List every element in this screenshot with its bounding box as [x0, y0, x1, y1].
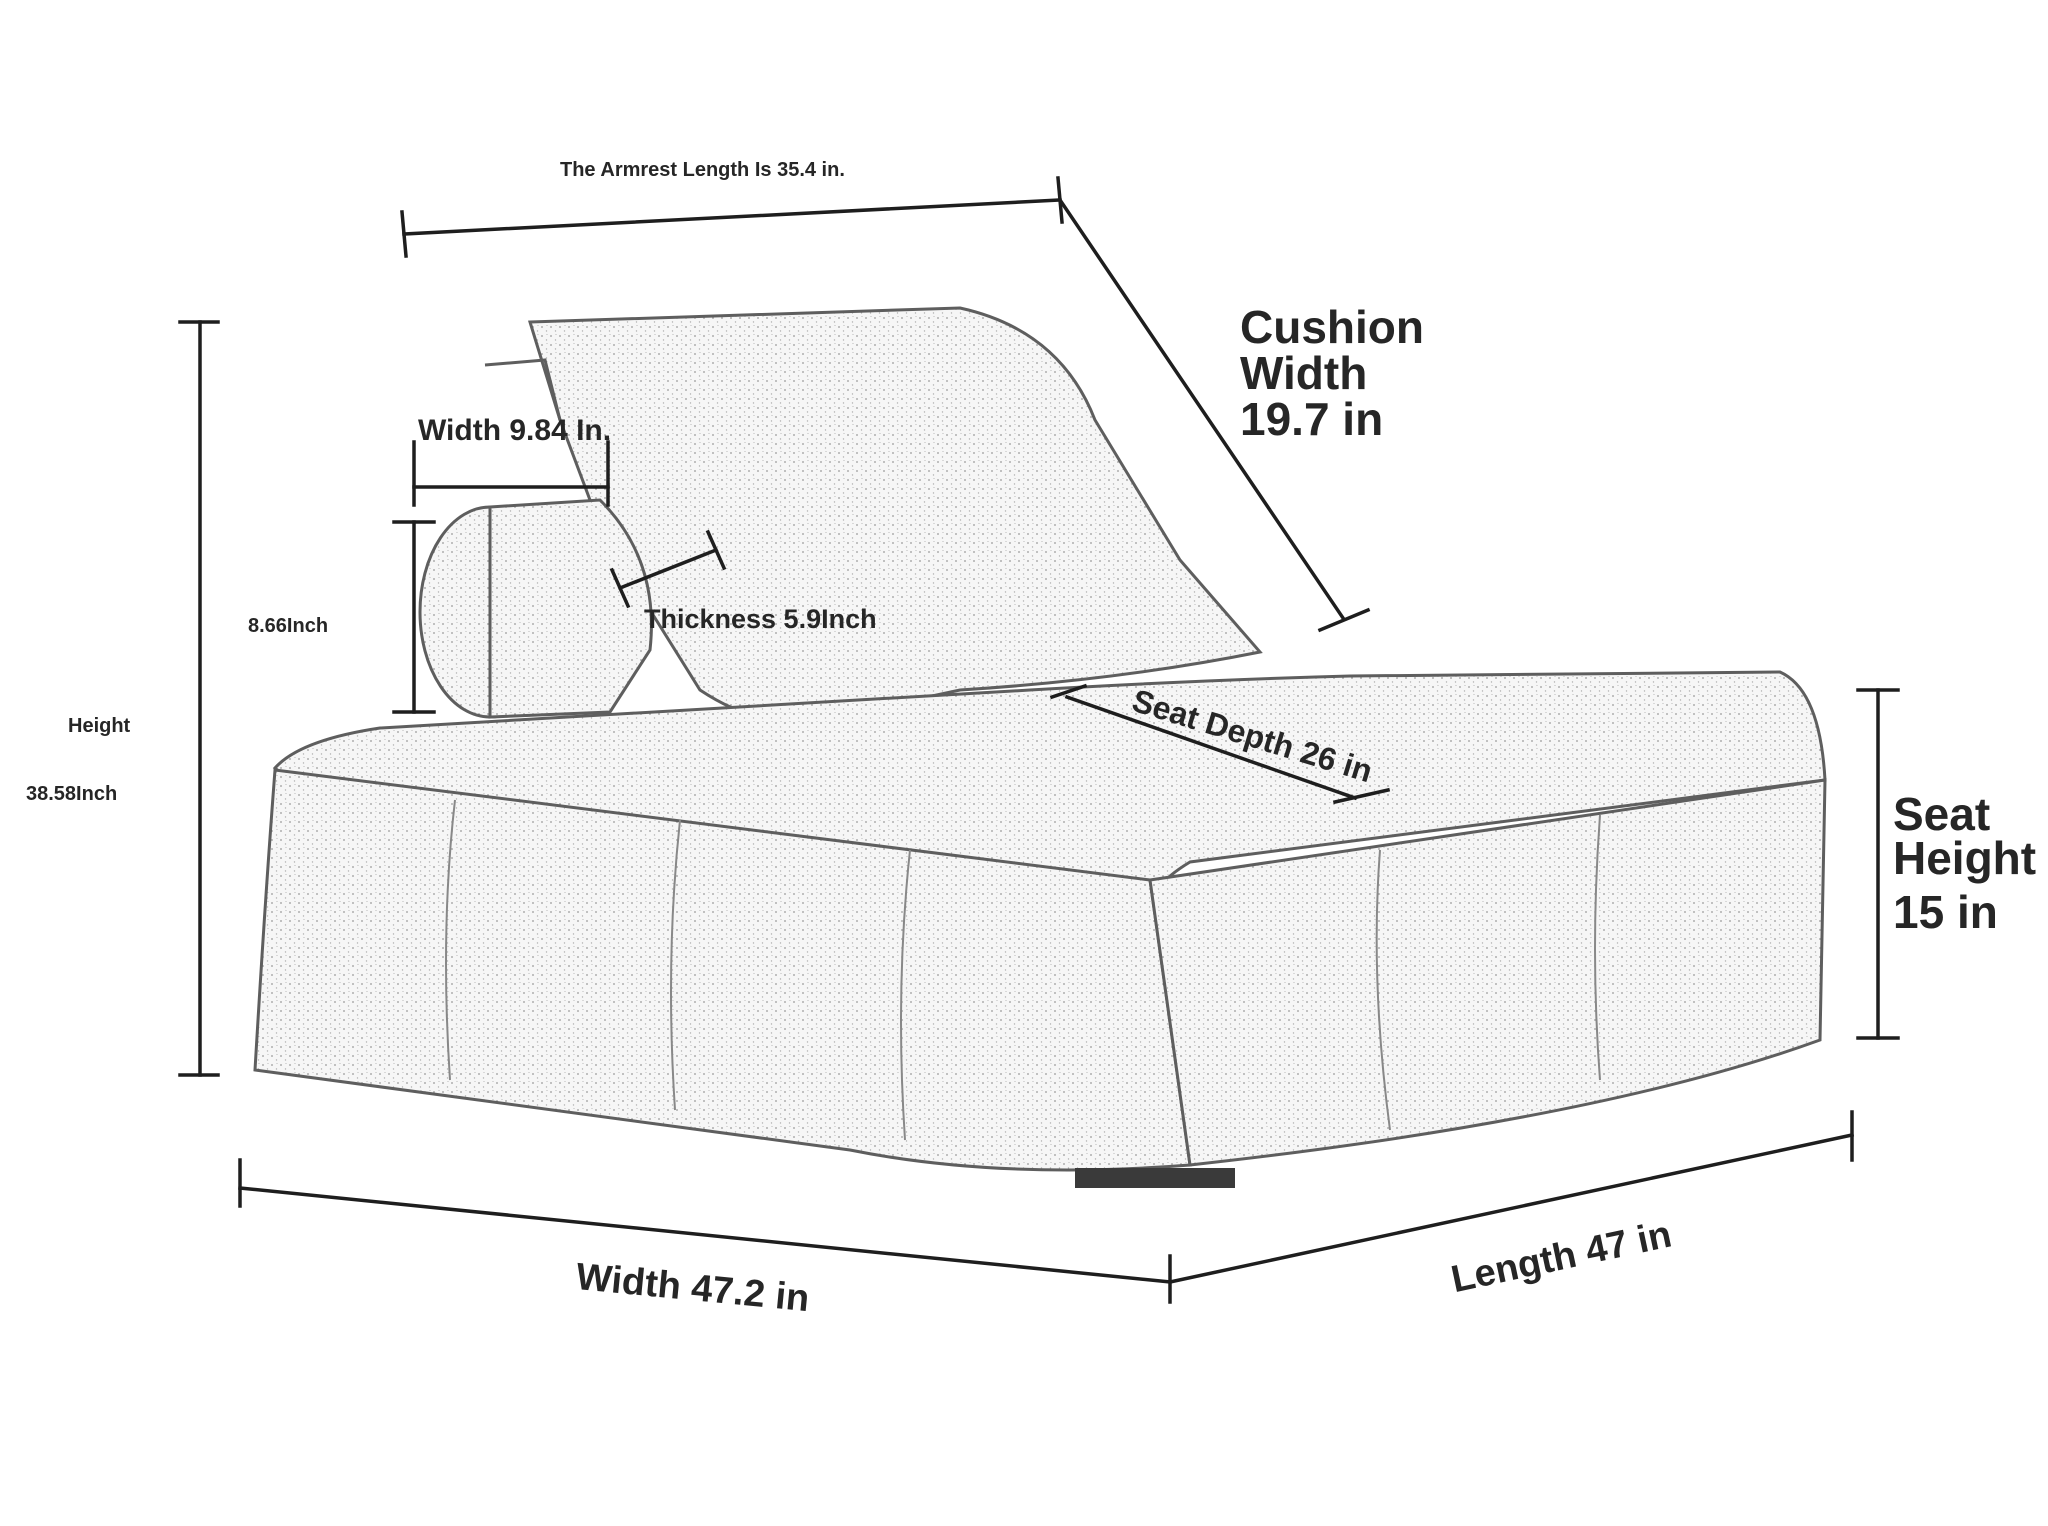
pillow-width-label: Width 9.84 In. — [418, 414, 612, 447]
cushion-width-line — [1057, 197, 1346, 621]
seat-depth-line — [1064, 694, 1358, 801]
pillow-thickness-label: Thickness 5.9Inch — [644, 604, 877, 634]
cushion-width-tick — [1317, 607, 1371, 633]
seat-side — [1148, 778, 1827, 1167]
height-word-label: Height — [68, 715, 131, 737]
seat-depth-tick-right — [1332, 787, 1391, 805]
thickness-line — [617, 547, 719, 591]
cushion-width-label: Cushion Width 19.7 in — [1240, 304, 1424, 442]
cushion-width-label-line3: 19.7 in — [1240, 393, 1384, 445]
seat-height-label-line2: Height — [1893, 832, 2037, 884]
back-cushion-flap — [484, 358, 562, 421]
tufting-lines — [445, 799, 1601, 1141]
thickness-tick-right — [705, 529, 727, 571]
seat-top — [272, 670, 1827, 902]
thickness-tick-left — [609, 567, 631, 609]
cushion-width-label-line2: Width — [1240, 347, 1368, 399]
width-line — [238, 1186, 1172, 1284]
dimension-lines — [178, 176, 1900, 1304]
sofa-illustration — [253, 306, 1827, 1188]
seat-height-label: Seat Height 15 in — [1893, 788, 2037, 938]
armrest-length-line — [402, 198, 1062, 236]
seat-depth-tick-left — [1049, 683, 1088, 700]
seat-height-label-line1: Seat — [1893, 788, 1991, 840]
armrest-length-tick-left — [400, 210, 408, 258]
height-value-label: 38.58Inch — [26, 783, 118, 805]
sofa-foot — [1075, 1168, 1235, 1188]
bolster-body — [488, 498, 653, 719]
cushion-width-label-line1: Cushion — [1240, 301, 1424, 353]
armrest-length-label: The Armrest Length Is 35.4 in. — [560, 159, 845, 181]
length-line — [1167, 1132, 1855, 1285]
pillow-height-label: 8.66Inch — [248, 615, 329, 637]
seat-height-label-line3: 15 in — [1893, 886, 1998, 938]
